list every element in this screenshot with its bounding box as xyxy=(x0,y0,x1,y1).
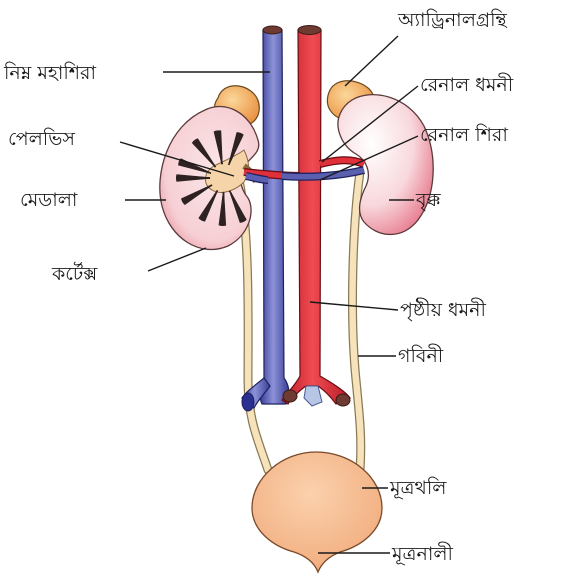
labels: নিম্ন মহাশিরা অ্যাড্রিনালগ্রন্থি রেনাল ধ… xyxy=(3,9,514,565)
ptr-cortex xyxy=(148,248,206,271)
kidney-left-section xyxy=(160,107,259,250)
label-medulla: মেডালা xyxy=(20,189,78,211)
ptr-adrenal xyxy=(345,36,398,86)
label-urinary-bladder: মূত্রথলি xyxy=(389,477,447,499)
urinary-bladder xyxy=(252,452,382,572)
label-adrenal-gland: অ্যাড্রিনালগ্রন্থি xyxy=(397,9,508,31)
label-cortex: কর্টেক্স xyxy=(51,262,98,285)
label-renal-artery: রেনাল ধমনী xyxy=(420,73,514,96)
renal-vein-left xyxy=(246,176,268,180)
label-ureter: গবিনী xyxy=(398,344,444,367)
ureter-right xyxy=(353,172,361,470)
label-inferior-vena-cava: নিম্ন মহাশিরা xyxy=(3,62,96,84)
label-kidney: বৃক্ক xyxy=(415,189,442,211)
label-pelvis: পেলভিস xyxy=(8,128,75,150)
renal-vein-right xyxy=(282,170,364,177)
label-renal-vein: রেনাল শিরা xyxy=(420,124,508,146)
label-urethra: মূত্রনালী xyxy=(391,542,454,565)
label-dorsal-aorta: পৃষ্ঠীয় ধমনী xyxy=(400,298,486,321)
